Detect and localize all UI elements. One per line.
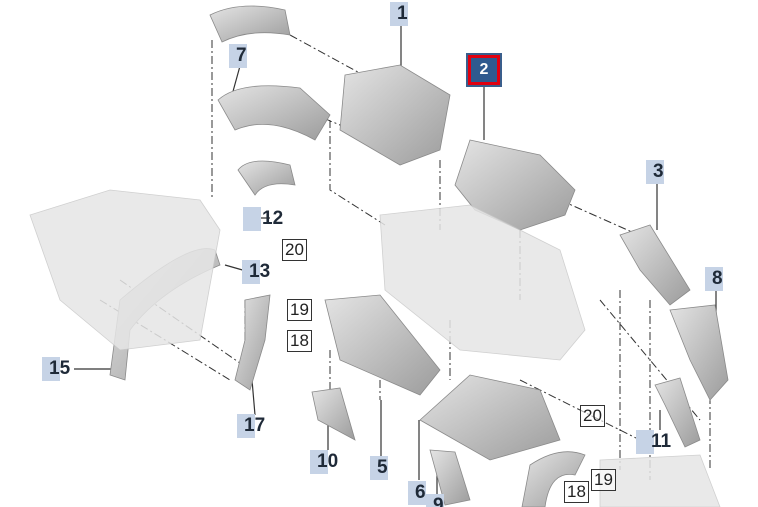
ref-label: 20 — [285, 240, 304, 259]
callout-label: 17 — [244, 415, 266, 436]
callout-1[interactable]: 1 — [390, 2, 411, 28]
ref-label: 20 — [583, 406, 602, 425]
part-17 — [234, 294, 271, 391]
part-12 — [237, 160, 296, 196]
part-9 — [429, 449, 471, 506]
part-10 — [311, 387, 356, 441]
callout-3[interactable]: 3 — [646, 160, 667, 186]
callout-label: 3 — [653, 161, 664, 182]
callout-10[interactable]: 10 — [310, 450, 341, 476]
callout-11[interactable]: 11 — [636, 430, 674, 456]
ref-label: 18 — [290, 331, 309, 350]
callout-7[interactable]: 7 — [229, 44, 250, 70]
part-1 — [339, 64, 451, 166]
callout-12[interactable]: 12 — [243, 207, 286, 233]
callout-label: 12 — [262, 208, 284, 229]
part-8 — [669, 304, 729, 401]
part-5 — [324, 294, 441, 396]
callout-label: 1 — [397, 3, 408, 24]
ref-20[interactable]: 20 — [275, 236, 307, 261]
callout-5[interactable]: 5 — [370, 456, 391, 482]
part-3 — [619, 224, 691, 306]
part-2 — [454, 139, 576, 231]
callout-label: 5 — [377, 457, 388, 478]
part-hose-bottom — [521, 451, 586, 507]
ref-18-b[interactable]: 18 — [557, 478, 589, 503]
callout-13[interactable]: 13 — [242, 260, 273, 286]
callout-label: 9 — [433, 495, 444, 507]
callout-17[interactable]: 17 — [237, 414, 268, 440]
callout-label: 6 — [415, 482, 426, 503]
callout-15[interactable]: 15 — [42, 357, 73, 383]
part-bottom-right — [599, 454, 721, 507]
intercooler — [379, 204, 586, 361]
ref-18[interactable]: 18 — [280, 327, 312, 352]
callout-label: 10 — [317, 451, 339, 472]
callout-label: 11 — [651, 431, 672, 452]
part-6 — [419, 374, 561, 461]
part-11 — [654, 377, 701, 448]
ref-label: 19 — [290, 300, 309, 319]
ref-label: 19 — [594, 470, 613, 489]
callout-label: 13 — [249, 261, 271, 282]
callout-2-selected[interactable]: 2 — [466, 53, 502, 87]
callout-label: 15 — [49, 358, 71, 379]
callout-label: 7 — [236, 45, 247, 66]
callout-9[interactable]: 9 — [426, 494, 447, 507]
callout-6[interactable]: 6 — [408, 481, 429, 507]
frame-assembly — [29, 189, 221, 351]
callout-8[interactable]: 8 — [705, 267, 726, 293]
ref-20-b[interactable]: 20 — [573, 402, 605, 427]
callout-label: 8 — [712, 268, 723, 289]
ref-19-b[interactable]: 19 — [584, 466, 616, 491]
part-hose-top — [209, 5, 291, 43]
ref-19[interactable]: 19 — [280, 296, 312, 321]
ref-label: 18 — [567, 482, 586, 501]
part-7 — [217, 85, 331, 141]
